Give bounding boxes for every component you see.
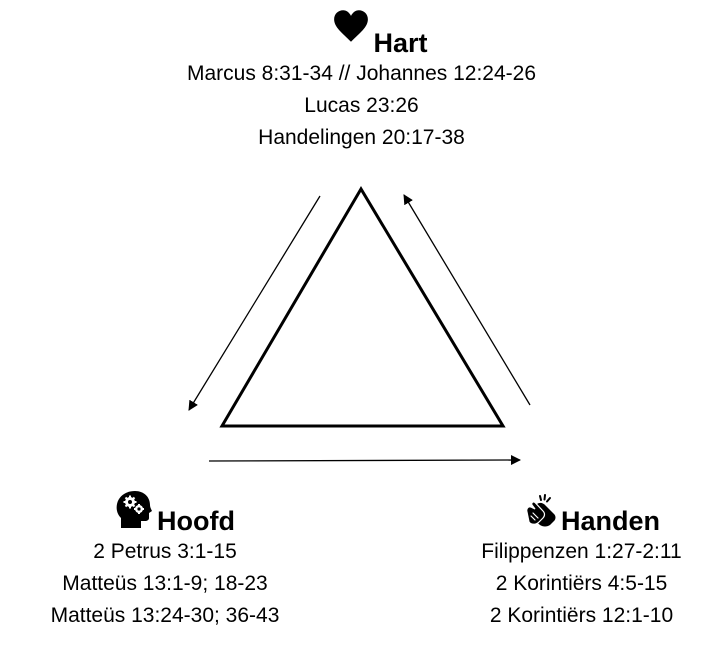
reference-item: Marcus 8:31-34 // Johannes 12:24-26 xyxy=(186,62,537,85)
node-hoofd-references: 2 Petrus 3:1-15 Matteüs 13:1-9; 18-23 Ma… xyxy=(0,536,330,632)
heart-icon xyxy=(334,10,369,42)
node-handen-references: Filippenzen 1:27-2:11 2 Korintiërs 4:5-1… xyxy=(440,536,723,632)
reference-item: 2 Korintiërs 12:1-10 xyxy=(489,604,674,627)
arrow-hart-to-hoofd xyxy=(188,195,321,411)
node-hart: Hart Marcus 8:31-34 // Johannes 12:24-26… xyxy=(100,8,623,154)
node-handen-header: Handen xyxy=(460,484,723,536)
arrow-hoofd-to-handen xyxy=(208,455,521,466)
reference-item: 2 Korintiërs 4:5-15 xyxy=(495,572,668,595)
node-hart-references: Marcus 8:31-34 // Johannes 12:24-26 Luca… xyxy=(100,58,623,154)
node-handen: Handen Filippenzen 1:27-2:11 2 Korintiër… xyxy=(440,484,723,632)
reference-item: Matteüs 13:1-9; 18-23 xyxy=(62,572,268,595)
reference-item: Handelingen 20:17-38 xyxy=(258,126,465,149)
node-hart-header: Hart xyxy=(138,8,623,58)
node-hoofd: Hoofd 2 Petrus 3:1-15 Matteüs 13:1-9; 18… xyxy=(0,484,330,632)
node-hoofd-header: Hoofd xyxy=(20,484,330,536)
center-triangle xyxy=(219,186,506,428)
node-handen-title: Handen xyxy=(560,506,660,536)
reference-item: 2 Petrus 3:1-15 xyxy=(93,540,237,563)
arrow-handen-to-hart xyxy=(403,194,531,406)
node-hoofd-title: Hoofd xyxy=(157,506,235,536)
node-hart-title: Hart xyxy=(373,28,428,58)
head-gears-icon xyxy=(116,491,153,528)
clapping-hands-icon xyxy=(526,494,556,527)
reference-item: Filippenzen 1:27-2:11 xyxy=(481,540,682,563)
reference-item: Matteüs 13:24-30; 36-43 xyxy=(50,604,280,627)
reference-item: Lucas 23:26 xyxy=(304,94,419,117)
